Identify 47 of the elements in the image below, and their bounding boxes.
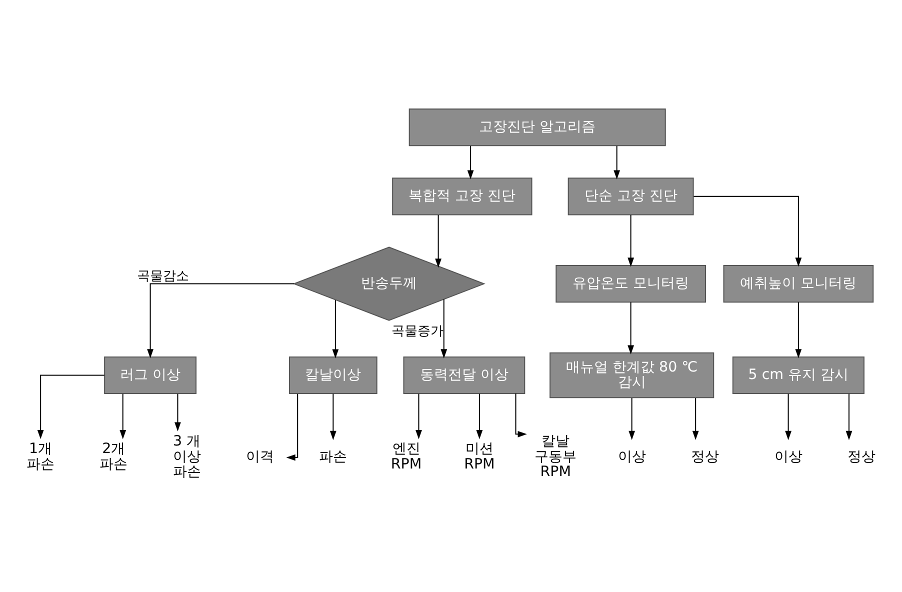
node-text: 2개 파손 xyxy=(100,440,128,472)
node-text: 이상 xyxy=(618,448,646,464)
arrow xyxy=(416,393,422,439)
arrow xyxy=(692,398,699,440)
node-box: 복합적 고장 진단 xyxy=(392,177,532,215)
node-text: 미션 RPM xyxy=(464,440,495,472)
arrow xyxy=(332,300,339,358)
arrow xyxy=(628,214,634,266)
node-box: 매뉴얼 한계값 80 ℃ 감시 xyxy=(550,352,714,398)
arrow xyxy=(795,302,802,358)
arrow xyxy=(515,393,527,437)
node-text: 칼날 구동부 RPM xyxy=(534,433,577,480)
arrow xyxy=(440,298,448,358)
arrow xyxy=(286,393,298,460)
node-text: 3 개 이상 파손 xyxy=(172,433,201,480)
arrow xyxy=(628,398,636,440)
node-text: 엔진 RPM xyxy=(390,440,422,472)
node-box: 고장진단 알고리즘 xyxy=(408,108,666,146)
arrow xyxy=(785,393,792,440)
node-box: 유압온도 모니터링 xyxy=(556,264,706,302)
arrow xyxy=(614,145,620,179)
arrow xyxy=(467,145,474,179)
node-text: 정상 xyxy=(847,448,876,464)
arrow xyxy=(435,214,442,268)
node-box: 동력전달 이상 xyxy=(403,356,526,394)
arrow xyxy=(120,393,126,439)
node-box: 단순 고장 진단 xyxy=(568,177,694,215)
node-box: 칼날이상 xyxy=(288,356,378,394)
node-text: 파손 xyxy=(319,448,348,464)
node-diamond: 반송두께 xyxy=(292,246,486,320)
node-box: 예취높이 모니터링 xyxy=(723,264,874,302)
arrow xyxy=(476,393,483,439)
node-text: 1개 파손 xyxy=(26,440,55,472)
node-text: 정상 xyxy=(690,448,719,464)
node-text: 이상 xyxy=(774,448,802,464)
node-box: 5 cm 유지 감시 xyxy=(732,356,864,394)
edge-label: 곡물감소 xyxy=(136,268,189,284)
arrow xyxy=(37,374,104,439)
node-text: 이격 xyxy=(246,448,274,464)
arrow xyxy=(174,393,181,431)
arrow xyxy=(628,302,634,354)
arrow xyxy=(846,393,852,440)
node-box: 러그 이상 xyxy=(104,356,197,394)
edge-label: 곡물증가 xyxy=(391,324,444,339)
arrow xyxy=(694,195,802,266)
arrow xyxy=(330,393,336,440)
arrow xyxy=(147,282,294,358)
